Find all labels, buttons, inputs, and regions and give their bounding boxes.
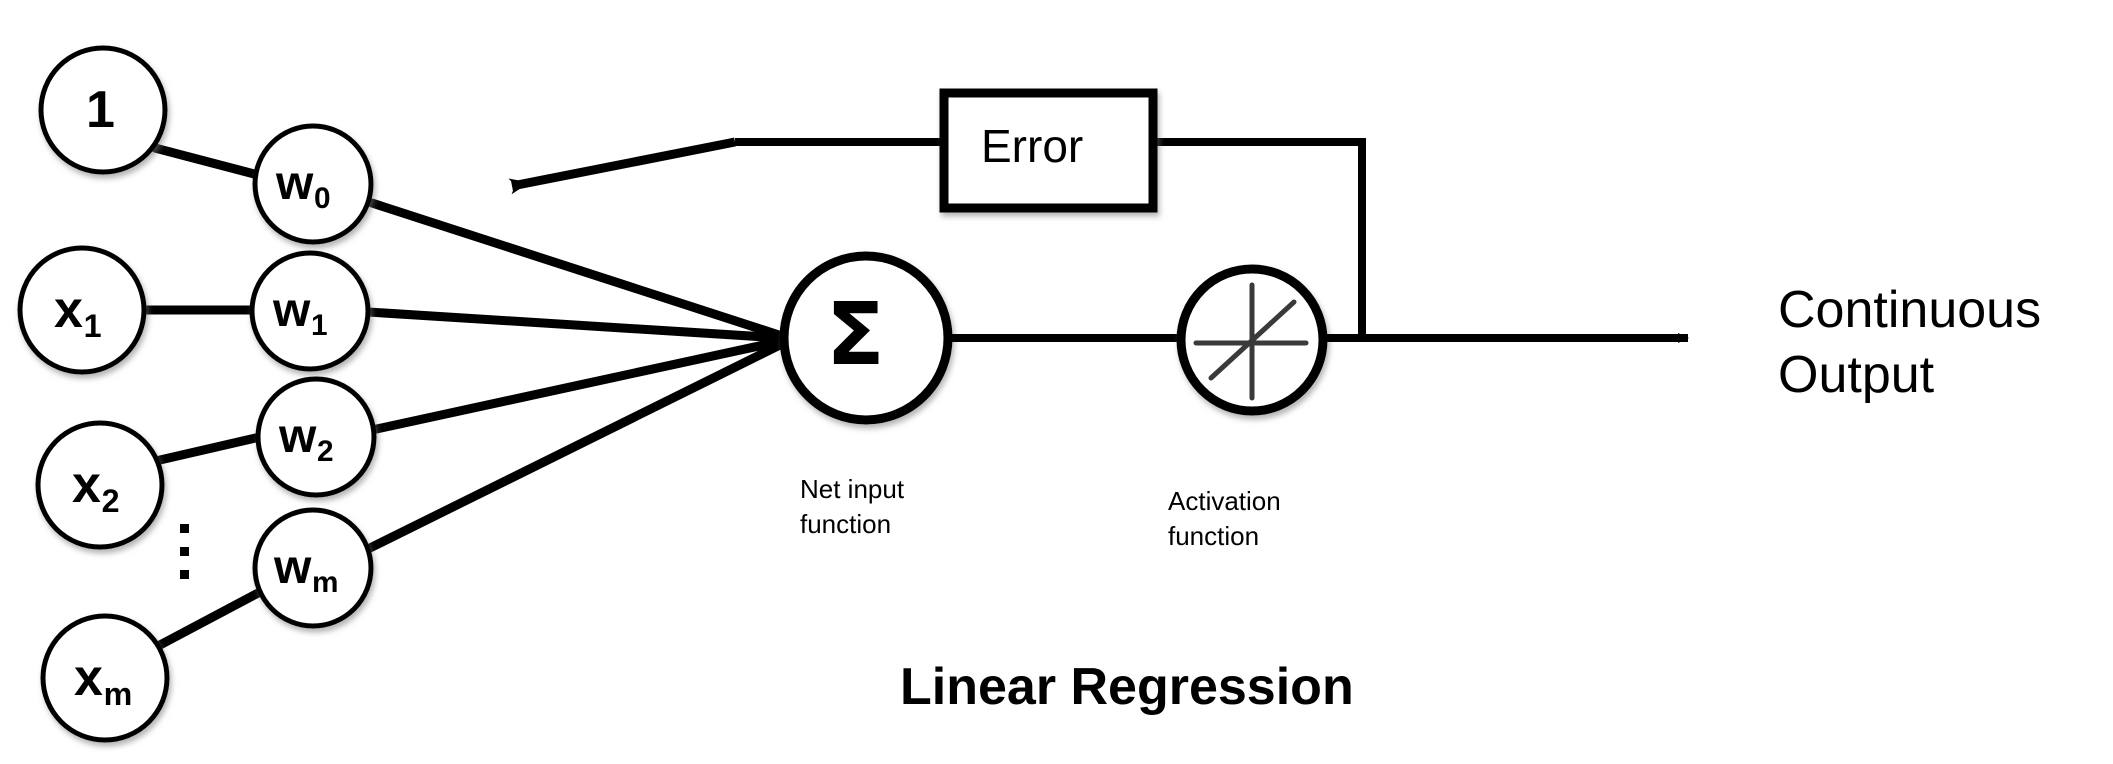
activation-caption-line1: Activation <box>1168 486 1281 516</box>
weight-node-w2 <box>255 376 377 498</box>
output-text-line2: Output <box>1778 346 1935 404</box>
weight-sum-links <box>363 198 787 553</box>
output-text-line1: Continuous <box>1778 281 2042 339</box>
activation-caption-line2: function <box>1168 521 1260 552</box>
input-node-x2 <box>35 420 165 550</box>
net-input-caption-line2: function <box>800 509 892 540</box>
weight-nodes <box>249 123 377 629</box>
diagram-title: Linear Regression <box>900 658 1354 716</box>
input-node-xm <box>40 613 170 743</box>
error-box <box>939 88 1158 213</box>
activation-caption: Activation function <box>1168 484 1281 554</box>
input-node-x1 <box>17 245 147 375</box>
link-bias-w0 <box>150 143 263 180</box>
weight-node-w0 <box>252 123 374 245</box>
link-w1-sum <box>363 307 787 343</box>
error-feedback-path <box>1153 138 1366 338</box>
weight-node-wm <box>252 507 374 629</box>
weight-node-w1 <box>249 250 371 372</box>
input-weight-links <box>138 143 265 650</box>
input-ellipsis <box>180 524 189 579</box>
link-xm-wm <box>155 587 265 650</box>
activation-starburst-icon <box>1193 282 1309 401</box>
link-w2-sum <box>367 336 787 435</box>
link-wm-sum <box>365 339 787 553</box>
error-box-label: Error <box>981 120 1084 172</box>
input-node-bias <box>38 45 168 175</box>
net-input-caption-line1: Net input <box>800 474 905 504</box>
input-nodes <box>17 45 170 743</box>
error-feedback-arrow <box>508 137 736 195</box>
link-x2-w2 <box>155 432 265 465</box>
net-input-caption: Net input function <box>800 472 904 542</box>
net-input-node <box>779 251 953 425</box>
link-w0-sum <box>367 198 787 341</box>
output-text: Continuous Output <box>1778 278 2041 408</box>
